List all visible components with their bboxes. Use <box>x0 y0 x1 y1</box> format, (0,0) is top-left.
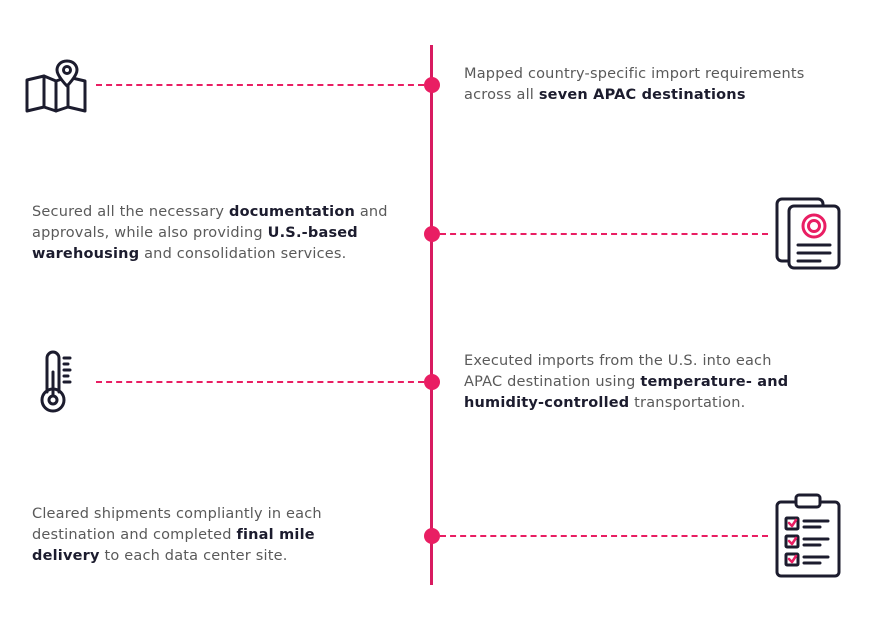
connector-line-3 <box>96 381 424 383</box>
step-text-run: and approvals, while also providing <box>32 204 388 241</box>
step-4-text: Cleared shipments compliantly in each de… <box>32 504 362 567</box>
connector-line-4 <box>440 535 768 537</box>
step-text-run: to each data center site. <box>99 548 288 564</box>
step-text-run: Cleared shipments compliantly in each de… <box>32 506 322 543</box>
step-1-text: Mapped country-specific import requireme… <box>464 64 844 106</box>
timeline-line <box>430 45 433 585</box>
checklist-icon <box>774 492 842 584</box>
certificate-icon <box>774 195 842 275</box>
step-text-run: transportation. <box>629 395 746 411</box>
timeline-dot-4 <box>424 528 440 544</box>
step-2-text: Secured all the necessary documentation … <box>32 202 412 265</box>
step-text-bold: final mile delivery <box>32 527 315 564</box>
map-pin-icon <box>24 58 88 118</box>
timeline-dot-2 <box>424 226 440 242</box>
step-text-run: Executed imports from the U.S. into each… <box>464 353 772 390</box>
step-text-bold: documentation <box>228 204 356 220</box>
step-text-run: Secured all the necessary <box>32 204 229 220</box>
connector-line-2 <box>440 233 768 235</box>
timeline-dot-1 <box>424 77 440 93</box>
step-text-bold: seven APAC destinations <box>538 87 746 103</box>
timeline-dot-3 <box>424 374 440 390</box>
step-text-run: and consolidation services. <box>139 246 347 262</box>
step-text-bold: temperature- and humidity-controlled <box>464 374 789 411</box>
thermometer-icon <box>36 350 76 418</box>
step-3-text: Executed imports from the U.S. into each… <box>464 351 804 414</box>
step-text-bold: U.S.-based warehousing <box>32 225 358 262</box>
step-text-run: Mapped country-specific import requireme… <box>464 66 805 103</box>
connector-line-1 <box>96 84 424 86</box>
